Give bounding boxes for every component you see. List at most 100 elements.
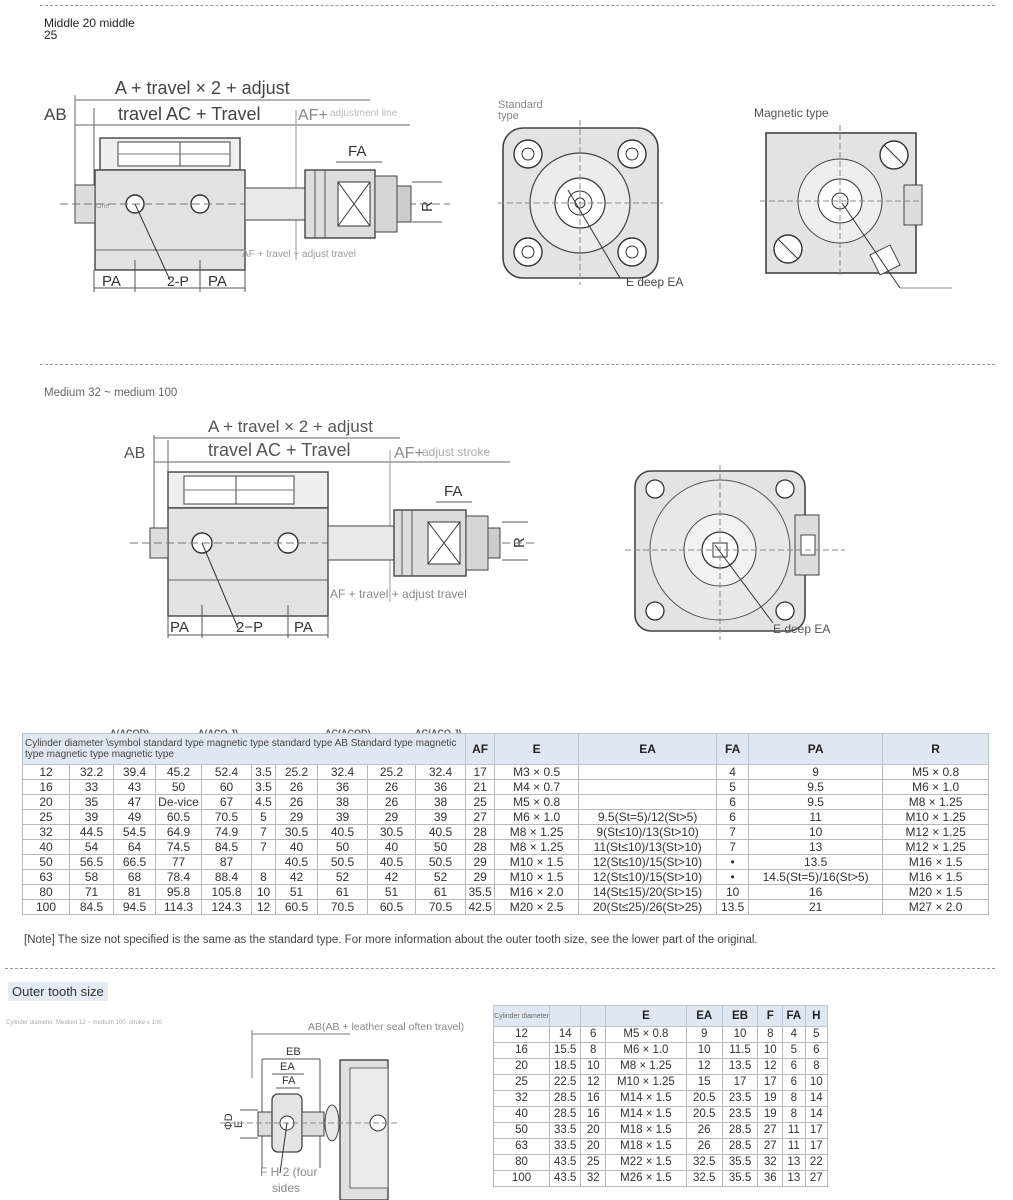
table-cell: 5: [716, 779, 750, 795]
table-cell: M6 × 1.0: [494, 809, 580, 825]
table-cell: 8: [580, 1042, 607, 1059]
table-cell: 32.2: [69, 764, 114, 780]
table-cell: 11: [782, 1122, 806, 1139]
table-cell: M18 × 1.5: [605, 1122, 687, 1139]
table-cell: 4: [716, 764, 750, 780]
table-cell: 88.4: [201, 869, 252, 885]
table-cell: 17: [804, 1138, 829, 1155]
table-cell: 56.5: [69, 854, 114, 870]
table-note: [Note] The size not specified is the sam…: [24, 934, 758, 946]
table-cell: 9.5(St=5)/12(St>5): [578, 809, 718, 825]
table-cell: 6: [716, 794, 750, 810]
table-cell: 32.4: [414, 764, 467, 780]
table-cell: 70.5: [414, 899, 467, 915]
table-cell: 26: [685, 1122, 723, 1139]
table-cell: 10: [251, 884, 276, 900]
s1-dim-fa: FA: [348, 143, 366, 160]
table-cell: 100: [492, 1170, 551, 1187]
table-cell: M27 × 2.0: [882, 899, 990, 915]
header-fa: FA: [716, 733, 750, 765]
table-cell: 105.8: [201, 884, 252, 900]
table-cell: 10: [721, 1026, 759, 1043]
table-cell: 28.5: [549, 1106, 582, 1123]
table-cell: 32: [757, 1154, 784, 1171]
table-cell: 28.5: [721, 1122, 759, 1139]
table-cell: 13: [782, 1170, 806, 1187]
table-cell: 3.5: [251, 779, 276, 795]
table-cell: 4.5: [251, 794, 276, 810]
table-cell: 42.5: [465, 899, 496, 915]
table-cell: 6: [804, 1042, 829, 1059]
table-cell: 39: [317, 809, 368, 825]
tooth-header-e: E: [605, 1005, 687, 1027]
table-cell: 29: [465, 854, 496, 870]
table-cell: 20(St≤25)/26(St>25): [578, 899, 718, 915]
s2-deep-label: E deep EA: [773, 622, 830, 636]
table-cell: 40.5: [414, 824, 467, 840]
table-cell: 60.5: [155, 809, 202, 825]
s1-deep-label: E deep EA: [626, 275, 683, 289]
table-cell: 32.5: [685, 1154, 723, 1171]
table-cell: 12: [580, 1074, 607, 1091]
table-cell: 66.5: [113, 854, 156, 870]
table-cell: 14(St≤15)/20(St>15): [578, 884, 718, 900]
table-cell: 25: [580, 1154, 607, 1171]
table-cell: 84.5: [201, 839, 252, 855]
separator-tooth: [5, 968, 995, 969]
table-cell: 60: [201, 779, 252, 795]
table-cell: 12: [685, 1058, 723, 1075]
s1-dim-r: R: [419, 201, 436, 212]
table-cell: 32.5: [685, 1170, 723, 1187]
table-cell: M14 × 1.5: [605, 1090, 687, 1107]
table-cell: 10: [716, 884, 750, 900]
table-cell: 13: [748, 839, 884, 855]
s1-dim-travel: travel AC + Travel: [118, 104, 261, 124]
tooth-label-eb: EB: [286, 1046, 301, 1058]
table-cell: 9: [685, 1026, 723, 1043]
table-cell: 33.5: [549, 1122, 582, 1139]
table-cell: 23.5: [721, 1106, 759, 1123]
table-cell: 40: [275, 839, 318, 855]
table-cell: 16: [22, 779, 70, 795]
table-cell: 38: [414, 794, 467, 810]
table-cell: 28.5: [549, 1090, 582, 1107]
table-cell: 42: [367, 869, 416, 885]
table-cell: 9: [748, 764, 884, 780]
s2-dim-ab: AB: [124, 445, 145, 462]
table-cell: [251, 854, 276, 870]
table-cell: 26: [367, 779, 416, 795]
table-cell: 114.3: [155, 899, 202, 915]
table-cell: 15: [685, 1074, 723, 1091]
table-cell: 60.5: [275, 899, 318, 915]
table-cell: 30.5: [367, 824, 416, 840]
table-cell: 9(St≤10)/13(St>10): [578, 824, 718, 840]
standard-label-line2: type: [498, 110, 519, 122]
table-cell: 54.5: [113, 824, 156, 840]
standard-type-front-view: E deep EA: [498, 120, 683, 289]
table-cell: 39.4: [113, 764, 156, 780]
table-cell: 26: [275, 794, 318, 810]
table-cell: M20 × 1.5: [882, 884, 990, 900]
section1-title: Middle 20 middle 25: [44, 17, 135, 41]
table-cell: 9.5: [748, 794, 884, 810]
table-cell: M4 × 0.7: [494, 779, 580, 795]
table-cell: 16: [580, 1106, 607, 1123]
separator-mid: [40, 364, 995, 365]
tooth-tiny-caption: Cylinder diameter, Medium 12 ~ medium 10…: [6, 1020, 162, 1026]
table-cell: 52: [317, 869, 368, 885]
header-ea: EA: [578, 733, 718, 765]
header-e: E: [494, 733, 580, 765]
table-cell: 49: [113, 809, 156, 825]
s1-dim-af-bottom: AF + travel + adjust travel: [242, 249, 356, 260]
s1-dim-pa-right: PA: [208, 273, 227, 290]
table-cell: 26: [275, 779, 318, 795]
table-cell: [578, 794, 718, 810]
tooth-header-h: H: [804, 1005, 829, 1027]
table-cell: 7: [251, 839, 276, 855]
table-cell: M10 × 1.5: [494, 854, 580, 870]
table-cell: M10 × 1.5: [494, 869, 580, 885]
